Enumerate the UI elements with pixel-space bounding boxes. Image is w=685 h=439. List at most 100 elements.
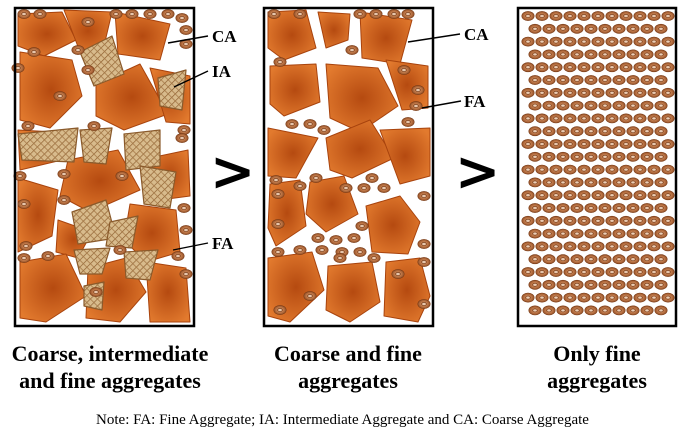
fine-aggregate-particle xyxy=(605,87,619,98)
fine-aggregate-particle xyxy=(591,190,605,201)
coarse-aggregate-particle xyxy=(17,11,77,57)
fine-aggregate-particle xyxy=(654,279,668,290)
fine-aggregate-particle xyxy=(542,75,556,85)
fine-aggregate-particle xyxy=(175,133,189,143)
intermediate-aggregate-particle xyxy=(157,69,187,111)
fine-aggregate-particle xyxy=(612,151,626,162)
coarse-aggregate-particle xyxy=(385,59,429,111)
fine-aggregate-particle xyxy=(619,11,633,21)
fine-aggregate-particle xyxy=(570,228,584,239)
panel-2-frame xyxy=(262,6,435,328)
fine-aggregate-particle xyxy=(577,11,591,21)
fine-aggregate-particle xyxy=(535,241,549,252)
fine-aggregate-particle xyxy=(633,87,647,98)
fine-aggregate-particle xyxy=(598,49,612,60)
fine-aggregate-particle xyxy=(563,292,577,303)
coarse-aggregate-particle xyxy=(59,149,141,213)
fine-aggregate-particle xyxy=(612,49,626,60)
fine-aggregate-particle xyxy=(161,9,175,19)
fine-aggregate-particle xyxy=(626,177,640,188)
fine-aggregate-particle xyxy=(661,164,675,175)
fine-aggregate-particle xyxy=(556,177,570,188)
fine-aggregate-particle xyxy=(535,292,549,303)
fine-aggregate-particle xyxy=(549,113,563,124)
fine-aggregate-particle xyxy=(143,9,157,19)
fine-aggregate-particle xyxy=(654,126,668,137)
fine-aggregate-particle xyxy=(584,279,598,290)
fine-aggregate-particle xyxy=(521,164,535,175)
fine-aggregate-particle xyxy=(535,36,549,47)
fine-aggregate-particle xyxy=(391,269,405,279)
fine-aggregate-particle xyxy=(640,49,654,60)
fine-aggregate-particle xyxy=(647,11,661,21)
fine-aggregate-particle xyxy=(563,113,577,124)
callout-line-p1-ia xyxy=(173,70,209,88)
fine-aggregate-particle xyxy=(542,23,556,34)
fine-aggregate-particle xyxy=(411,85,425,95)
fine-aggregate-particle xyxy=(605,36,619,47)
fine-aggregate-particle xyxy=(521,113,535,124)
fine-aggregate-particle xyxy=(549,11,563,21)
fine-aggregate-particle xyxy=(556,75,570,85)
fine-aggregate-particle xyxy=(612,305,626,316)
fine-aggregate-particle xyxy=(528,151,542,162)
panel-3-frame xyxy=(516,6,678,328)
fine-aggregate-particle xyxy=(584,228,598,239)
fine-aggregate-particle xyxy=(640,279,654,290)
coarse-aggregate-particle xyxy=(17,177,59,253)
callouts xyxy=(167,33,462,251)
fine-aggregate-particle xyxy=(528,305,542,316)
fine-aggregate-particle xyxy=(633,164,647,175)
fine-aggregate-particle xyxy=(647,292,661,303)
callout-line-p2-ca xyxy=(407,33,461,43)
fine-aggregate-particle xyxy=(333,253,347,263)
fine-aggregate-particle xyxy=(661,139,675,149)
fine-aggregate-particle xyxy=(542,100,556,111)
fine-aggregate-particle xyxy=(633,267,647,277)
fine-aggregate-particle xyxy=(535,87,549,98)
fine-aggregate-particle xyxy=(633,139,647,149)
fine-aggregate-particle xyxy=(397,65,411,75)
fine-aggregate-particle xyxy=(654,177,668,188)
fine-aggregate-particle xyxy=(584,254,598,265)
fine-aggregate-particle xyxy=(640,75,654,85)
coarse-aggregate-particle xyxy=(19,51,83,129)
fine-aggregate-particle xyxy=(521,36,535,47)
fine-aggregate-particle xyxy=(654,254,668,265)
fine-aggregate-particle xyxy=(563,11,577,21)
fine-aggregate-particle xyxy=(563,241,577,252)
fine-aggregate-particle xyxy=(612,279,626,290)
caption-panel-1-line-1: Coarse, intermediate xyxy=(11,341,209,366)
fine-aggregate-particle xyxy=(577,139,591,149)
fine-aggregate-particle xyxy=(661,113,675,124)
fine-aggregate-particle xyxy=(647,36,661,47)
fine-aggregate-particle xyxy=(591,62,605,73)
fine-aggregate-particle xyxy=(654,23,668,34)
fine-aggregate-particle xyxy=(626,305,640,316)
fine-aggregate-particle xyxy=(21,121,35,131)
fine-aggregate-particle xyxy=(521,62,535,73)
fine-aggregate-particle xyxy=(563,215,577,226)
fine-aggregate-particle xyxy=(175,13,189,23)
fine-aggregate-particle xyxy=(640,126,654,137)
fine-aggregate-particle xyxy=(647,190,661,201)
fine-aggregate-particle xyxy=(339,183,353,193)
fine-aggregate-particle xyxy=(556,279,570,290)
fine-aggregate-particle xyxy=(626,203,640,213)
fine-aggregate-particle xyxy=(605,139,619,149)
fine-aggregate-particle xyxy=(353,247,367,257)
fine-aggregate-particle xyxy=(353,9,367,19)
fine-aggregate-particle xyxy=(570,305,584,316)
fine-aggregate-particle xyxy=(612,75,626,85)
fine-aggregate-particle xyxy=(633,36,647,47)
fine-aggregate-particle xyxy=(549,164,563,175)
fine-aggregate-particle xyxy=(605,241,619,252)
fine-aggregate-particle xyxy=(598,254,612,265)
fine-aggregate-particle xyxy=(661,190,675,201)
fine-aggregate-particle xyxy=(640,177,654,188)
fine-aggregate-particle xyxy=(584,49,598,60)
fine-aggregate-particle xyxy=(619,292,633,303)
fine-aggregate-particle xyxy=(654,203,668,213)
fine-aggregate-particle xyxy=(563,190,577,201)
